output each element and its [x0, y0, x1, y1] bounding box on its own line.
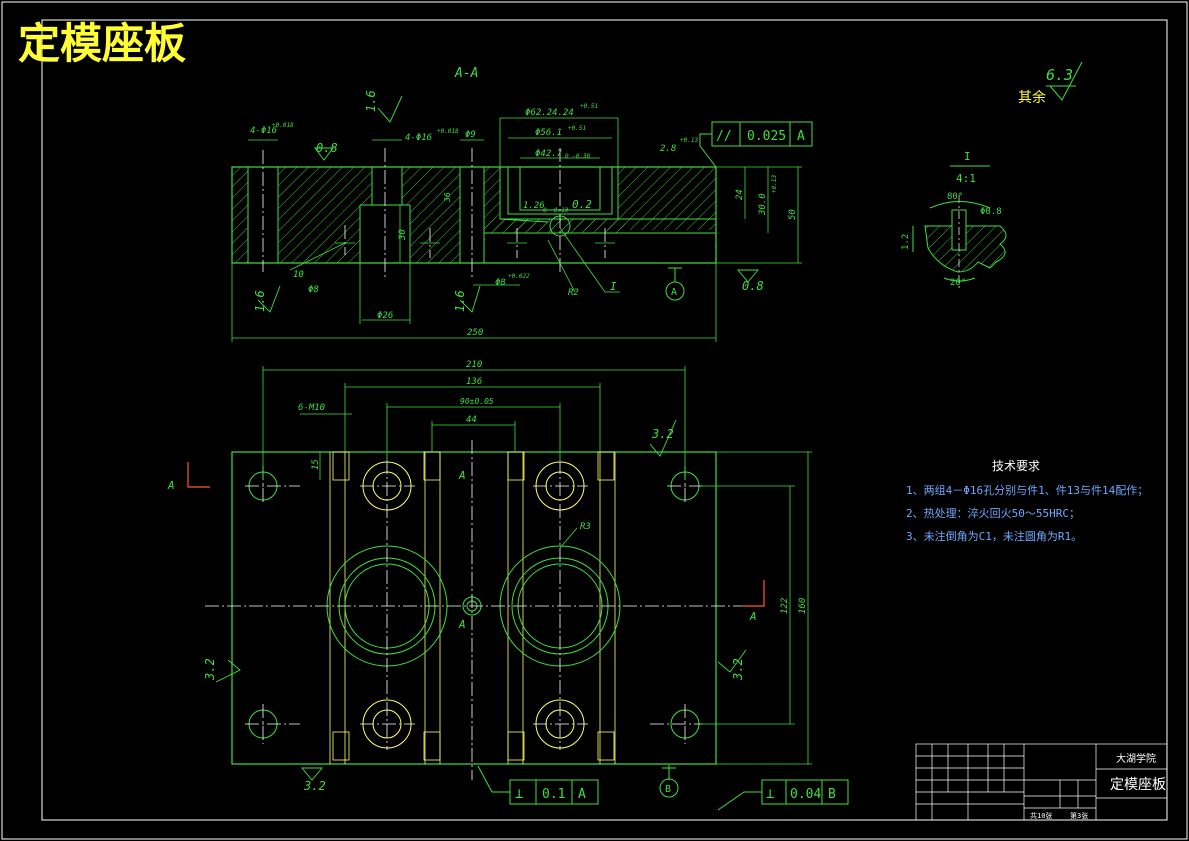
technical-requirements: 技术要求 1、两组4－Φ16孔分别与件1、件13与件14配作； 2、热处理：淬火… — [906, 459, 1148, 543]
perpendicularity-frame-1: ⊥ 0.1 A — [477, 765, 599, 805]
dim-210: 210 — [466, 360, 482, 370]
svg-text:A: A — [797, 129, 805, 144]
title-block-sheet-count: 共10张 — [1030, 811, 1052, 820]
svg-text:A: A — [578, 787, 586, 802]
svg-text://: // — [716, 129, 732, 144]
detail-view: I 4:1 80° Φ0.8 20° 1.2 — [901, 150, 1007, 290]
roughness-right-base: 0.8 — [742, 279, 764, 293]
dim-r2: R2 — [568, 288, 579, 298]
roughness-top-b: 0.8 — [316, 141, 338, 155]
section-view: 4-Φ16 +0.018 4-Φ16 +0.018 Φ9 Φ62.24.24 +… — [215, 90, 802, 781]
parallelism-frame: // 0.025 A — [699, 121, 813, 168]
svg-text:Φ0.8: Φ0.8 — [980, 207, 1002, 217]
roughness-top-right-plan: 3.2 — [651, 427, 674, 441]
tech-req-heading: 技术要求 — [992, 459, 1040, 473]
dim-d42: Φ42.7 — [535, 149, 563, 159]
dim-r02: 0.2 — [572, 198, 592, 211]
dim-d42-tol: 0 -0.38 — [565, 153, 591, 160]
dim-160: 160 — [798, 598, 808, 614]
svg-text:0.04: 0.04 — [790, 787, 821, 802]
svg-text:⊥: ⊥ — [515, 786, 523, 802]
dim-24: 24 — [735, 189, 745, 200]
dim-250: 250 — [467, 328, 483, 338]
inner-frame — [41, 19, 1168, 821]
svg-text:B: B — [665, 784, 671, 795]
section-marker-center: A — [458, 618, 466, 631]
svg-text:80°: 80° — [947, 192, 963, 202]
title-block-sheet-number: 第3张 — [1070, 811, 1088, 820]
dim-4-16-mid: 4-Φ16 — [405, 133, 432, 143]
tech-req-item-1: 1、两组4－Φ16孔分别与件1、件13与件14配作； — [906, 483, 1148, 497]
title-block-school: 大湖学院 — [1116, 752, 1156, 765]
svg-text:20°: 20° — [950, 278, 966, 288]
dim-30: 30.0 — [758, 193, 768, 216]
dim-chamfer: 2.8 — [660, 144, 676, 154]
roughness-value: 6.3 — [1046, 66, 1073, 84]
svg-text:A: A — [671, 287, 677, 298]
section-marker-top: A — [458, 469, 466, 482]
svg-text:⊥: ⊥ — [766, 786, 774, 802]
roughness-left-plan: 3.2 — [203, 658, 217, 681]
dim-15: 15 — [311, 459, 321, 470]
roughness-bottom-left-plan: 3.2 — [303, 779, 326, 793]
dim-30-tol: +0.13 — [771, 175, 778, 193]
datum-b-marker: B — [659, 765, 679, 798]
dim-44: 44 — [466, 415, 477, 425]
dim-36: 36 — [443, 192, 452, 203]
view-a-marker: A — [665, 267, 685, 301]
section-marker-right: A — [749, 610, 757, 623]
dim-4-16-left-tol: +0.018 — [272, 122, 294, 129]
general-roughness: 其余 6.3 — [1018, 61, 1083, 106]
dim-d56-tol: +0.51 — [568, 125, 586, 132]
tech-req-item-3: 3、未注倒角为C1，未注圆角为R1。 — [906, 529, 1082, 543]
title-block — [915, 743, 1168, 821]
svg-text:4:1: 4:1 — [956, 172, 976, 185]
dim-d9: Φ9 — [465, 130, 476, 140]
dim-d8: Φ8 — [308, 285, 319, 295]
dim-50: 50 — [788, 209, 798, 220]
roughness-top-a: 1.6 — [364, 90, 378, 112]
dim-r3: R3 — [580, 522, 591, 532]
svg-text:0.025: 0.025 — [747, 129, 786, 144]
roughness-prefix: 其余 — [1018, 89, 1046, 106]
title-block-part-name: 定模座板 — [1110, 777, 1166, 793]
dim-m10: 6-M10 — [298, 403, 325, 413]
dim-d56: Φ56.1 — [535, 128, 562, 138]
dim-10: 10 — [293, 270, 304, 280]
dim-136: 136 — [466, 377, 482, 387]
dim-1-26-tol: 0 -0.13 — [543, 207, 569, 214]
dim-30b: 30 — [398, 229, 408, 241]
dim-4-16-mid-tol: +0.018 — [437, 128, 459, 135]
svg-text:1.2: 1.2 — [901, 234, 911, 250]
dim-122: 122 — [780, 598, 790, 614]
perpendicularity-frame-2: ⊥ 0.04 B — [717, 779, 849, 811]
dim-d8b-tol: +0.022 — [508, 273, 530, 280]
tech-req-item-2: 2、热处理：淬火回火50～55HRC； — [906, 506, 1080, 520]
svg-text:B: B — [828, 787, 836, 802]
svg-text:I: I — [964, 150, 971, 163]
section-label: A-A — [454, 66, 478, 81]
section-marker-left: A — [167, 479, 175, 492]
page-title: 定模座板 — [18, 19, 186, 68]
roughness-left: 1.6 — [253, 290, 267, 312]
dim-d8b: Φ8 — [495, 278, 506, 288]
detail-ref-label: I — [610, 280, 617, 293]
svg-text:0.1: 0.1 — [542, 787, 565, 802]
roughness-right-plan: 3.2 — [731, 658, 745, 681]
dim-d62: Φ62.24.24 — [525, 108, 574, 118]
dim-4-16-left: 4-Φ16 — [250, 126, 277, 136]
dim-d62-tol: +0.51 — [580, 103, 598, 110]
roughness-bottom-mid: 1.6 — [453, 290, 467, 312]
dim-90: 90±0.05 — [460, 397, 494, 406]
dim-1-26: 1.26 — [523, 201, 545, 211]
dim-d26: Φ26 — [377, 311, 393, 321]
plan-view: A A A A 210 136 90±0.05 44 6-M10 15 R3 1… — [167, 360, 812, 798]
dim-chamfer-tol: +0.13 — [680, 137, 698, 144]
